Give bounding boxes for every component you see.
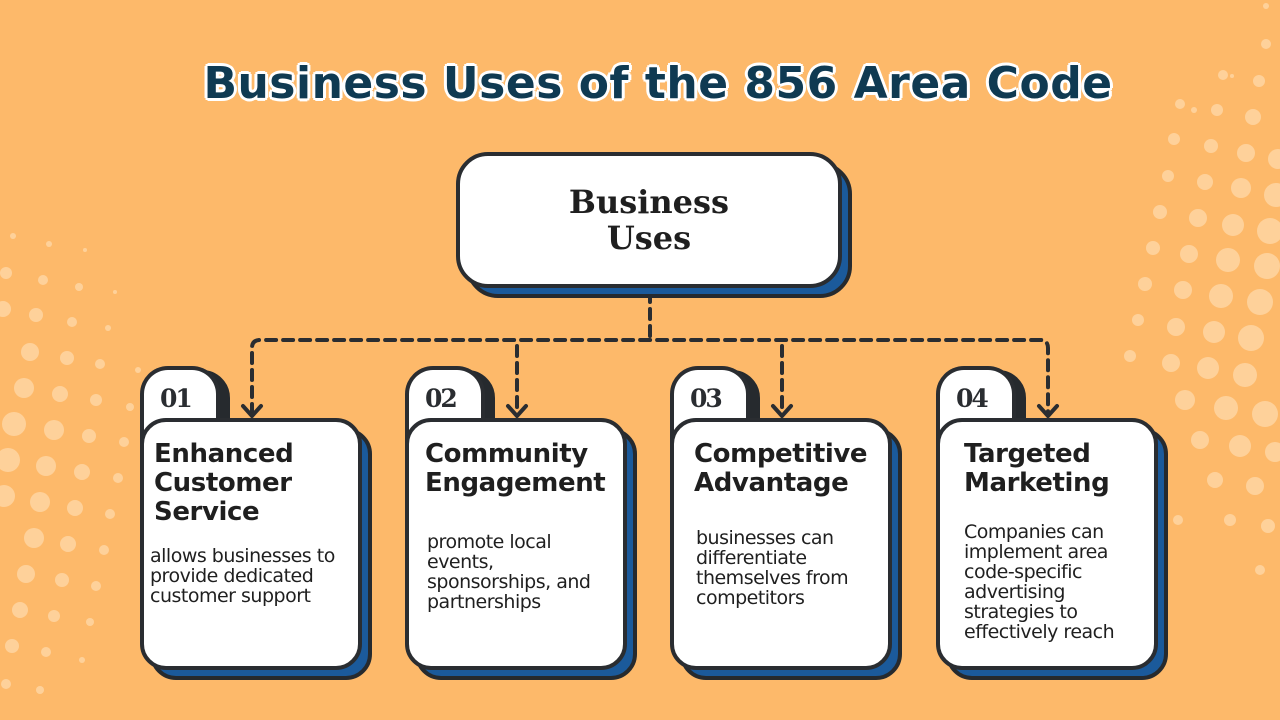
card-number: 02 <box>425 384 458 413</box>
card-description: businesses can differentiate themselves … <box>696 527 849 609</box>
card-body: Community Engagement promote local event… <box>405 418 637 680</box>
card-face <box>140 418 362 670</box>
card-number: 04 <box>956 384 989 413</box>
card-face <box>670 418 892 670</box>
arrow-down-icon <box>1037 404 1059 418</box>
card-title: Competitive Advantage <box>694 439 868 498</box>
arrow-down-icon <box>241 404 263 418</box>
card-description: Companies can implement area code-specif… <box>964 521 1115 643</box>
arrow-down-icon <box>771 404 793 418</box>
use-card-02: 02 Community Engagement promote local ev… <box>405 366 637 680</box>
card-face: Business Uses <box>456 152 842 288</box>
card-face <box>936 418 1158 670</box>
use-card-04: 04 Targeted Marketing Companies can impl… <box>936 366 1168 680</box>
use-card-01: 01 Enhanced Customer Service allows busi… <box>140 366 372 680</box>
card-description: allows businesses to provide dedicated c… <box>150 545 335 607</box>
card-number: 01 <box>160 384 193 413</box>
card-title: Enhanced Customer Service <box>154 439 294 527</box>
card-face <box>405 418 627 670</box>
page-title: Business Uses of the 856 Area Code <box>203 58 1113 109</box>
card-body: Competitive Advantage businesses can dif… <box>670 418 902 680</box>
root-node-label: Business Uses <box>568 183 730 257</box>
card-body: Enhanced Customer Service allows busines… <box>140 418 372 680</box>
card-title: Community Engagement <box>425 439 606 498</box>
use-card-03: 03 Competitive Advantage businesses can … <box>670 366 902 680</box>
card-body: Targeted Marketing Companies can impleme… <box>936 418 1168 680</box>
root-node-business-uses: Business Uses <box>456 152 852 298</box>
arrow-down-icon <box>506 404 528 418</box>
card-number: 03 <box>690 384 723 413</box>
card-description: promote local events, sponsorships, and … <box>427 531 591 613</box>
card-title: Targeted Marketing <box>964 439 1110 498</box>
